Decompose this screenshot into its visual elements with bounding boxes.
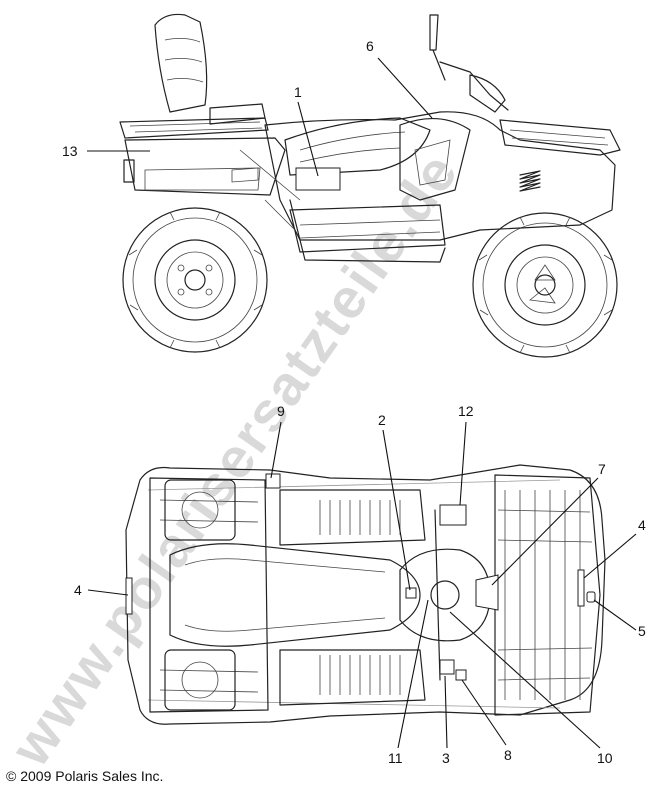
callout-label: 8 [504, 747, 512, 763]
decal-1 [295, 167, 341, 191]
callout-label: 5 [638, 623, 646, 639]
callout-label: 4 [638, 517, 646, 533]
decal-3 [439, 659, 455, 675]
callout-label: 4 [74, 582, 82, 598]
callout-label: 2 [378, 412, 386, 428]
decal-7 [475, 574, 499, 611]
callout-label: 10 [597, 750, 613, 766]
decal-2 [405, 587, 417, 599]
callout-label: 12 [458, 403, 474, 419]
decal-4-front [577, 569, 585, 607]
callout-label: 3 [442, 750, 450, 766]
decal-12 [439, 504, 467, 526]
decal-5 [586, 591, 596, 603]
callout-label: 11 [388, 750, 403, 766]
decal-9 [265, 473, 281, 489]
callout-label: 1 [294, 84, 302, 100]
callout-label: 9 [277, 403, 285, 419]
decal-4-rear [125, 577, 133, 615]
callout-label: 7 [598, 461, 606, 477]
decal-8 [455, 669, 467, 681]
callout-label: 6 [366, 38, 374, 54]
atv-side-view [119, 13, 621, 358]
callout-label: 13 [62, 143, 78, 159]
top-callouts: 9 2 12 7 4 4 5 11 3 8 10 [74, 403, 646, 766]
side-callouts: 1 6 13 [62, 38, 433, 177]
front-wheel [472, 212, 618, 358]
copyright-text: © 2009 Polaris Sales Inc. [6, 768, 164, 784]
rear-wheel [122, 207, 268, 353]
